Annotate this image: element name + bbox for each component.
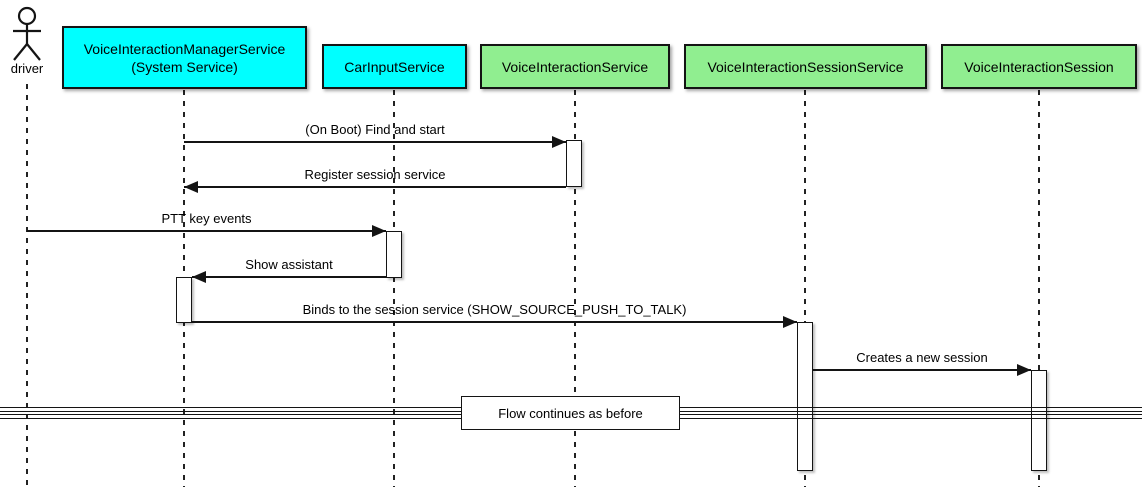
participant-voice-interaction-service: VoiceInteractionService [480,44,670,89]
lifeline-car-input-service [393,90,395,487]
message-2-line [27,230,386,232]
participant-label: CarInputService [344,58,445,75]
participant-label: VoiceInteractionManagerService [83,40,286,57]
message-4-label: Binds to the session service (SHOW_SOURC… [302,302,687,317]
participant-label: VoiceInteractionSessionService [707,58,904,75]
message-2-arrowhead-icon [372,225,386,237]
message-5-arrowhead-icon [1017,364,1031,376]
lifeline-driver [26,84,28,487]
message-0-line [184,141,566,143]
message-4-line [192,321,797,323]
actor-person-icon [13,6,41,61]
activation-bar-voice-interaction-session [1031,370,1047,471]
activation-bar-car-input-service [386,231,402,278]
message-0-arrowhead-icon [552,136,566,148]
message-1-arrowhead-icon [184,181,198,193]
participant-voice-interaction-manager-service: VoiceInteractionManagerService(System Se… [62,26,307,89]
message-3-arrowhead-icon [192,271,206,283]
message-5-label: Creates a new session [856,350,988,365]
message-2-label: PTT key events [161,211,252,226]
participant-voice-interaction-session: VoiceInteractionSession [941,44,1137,89]
lifeline-voice-interaction-session-service [804,90,806,487]
message-3-label: Show assistant [245,257,333,272]
participant-label: (System Service) [131,58,238,75]
message-1-line [184,186,566,188]
lifeline-voice-interaction-service [574,90,576,487]
message-1-label: Register session service [304,167,446,182]
lifeline-voice-interaction-session [1038,90,1040,487]
activation-bar-voice-interaction-session-service [797,322,813,471]
message-5-line [813,369,1031,371]
activation-bar-voice-interaction-service [566,140,582,187]
actor-label: driver [10,61,44,76]
message-4-arrowhead-icon [783,316,797,328]
participant-label: VoiceInteractionSession [964,58,1114,75]
message-3-line [192,276,386,278]
activation-bar-voice-interaction-manager-service [176,277,192,323]
participant-label: VoiceInteractionService [501,58,649,75]
participant-car-input-service: CarInputService [322,44,467,89]
divider-label-box: Flow continues as before [461,396,680,430]
participant-voice-interaction-session-service: VoiceInteractionSessionService [684,44,927,89]
message-0-label: (On Boot) Find and start [305,122,445,137]
divider-label: Flow continues as before [498,405,643,421]
